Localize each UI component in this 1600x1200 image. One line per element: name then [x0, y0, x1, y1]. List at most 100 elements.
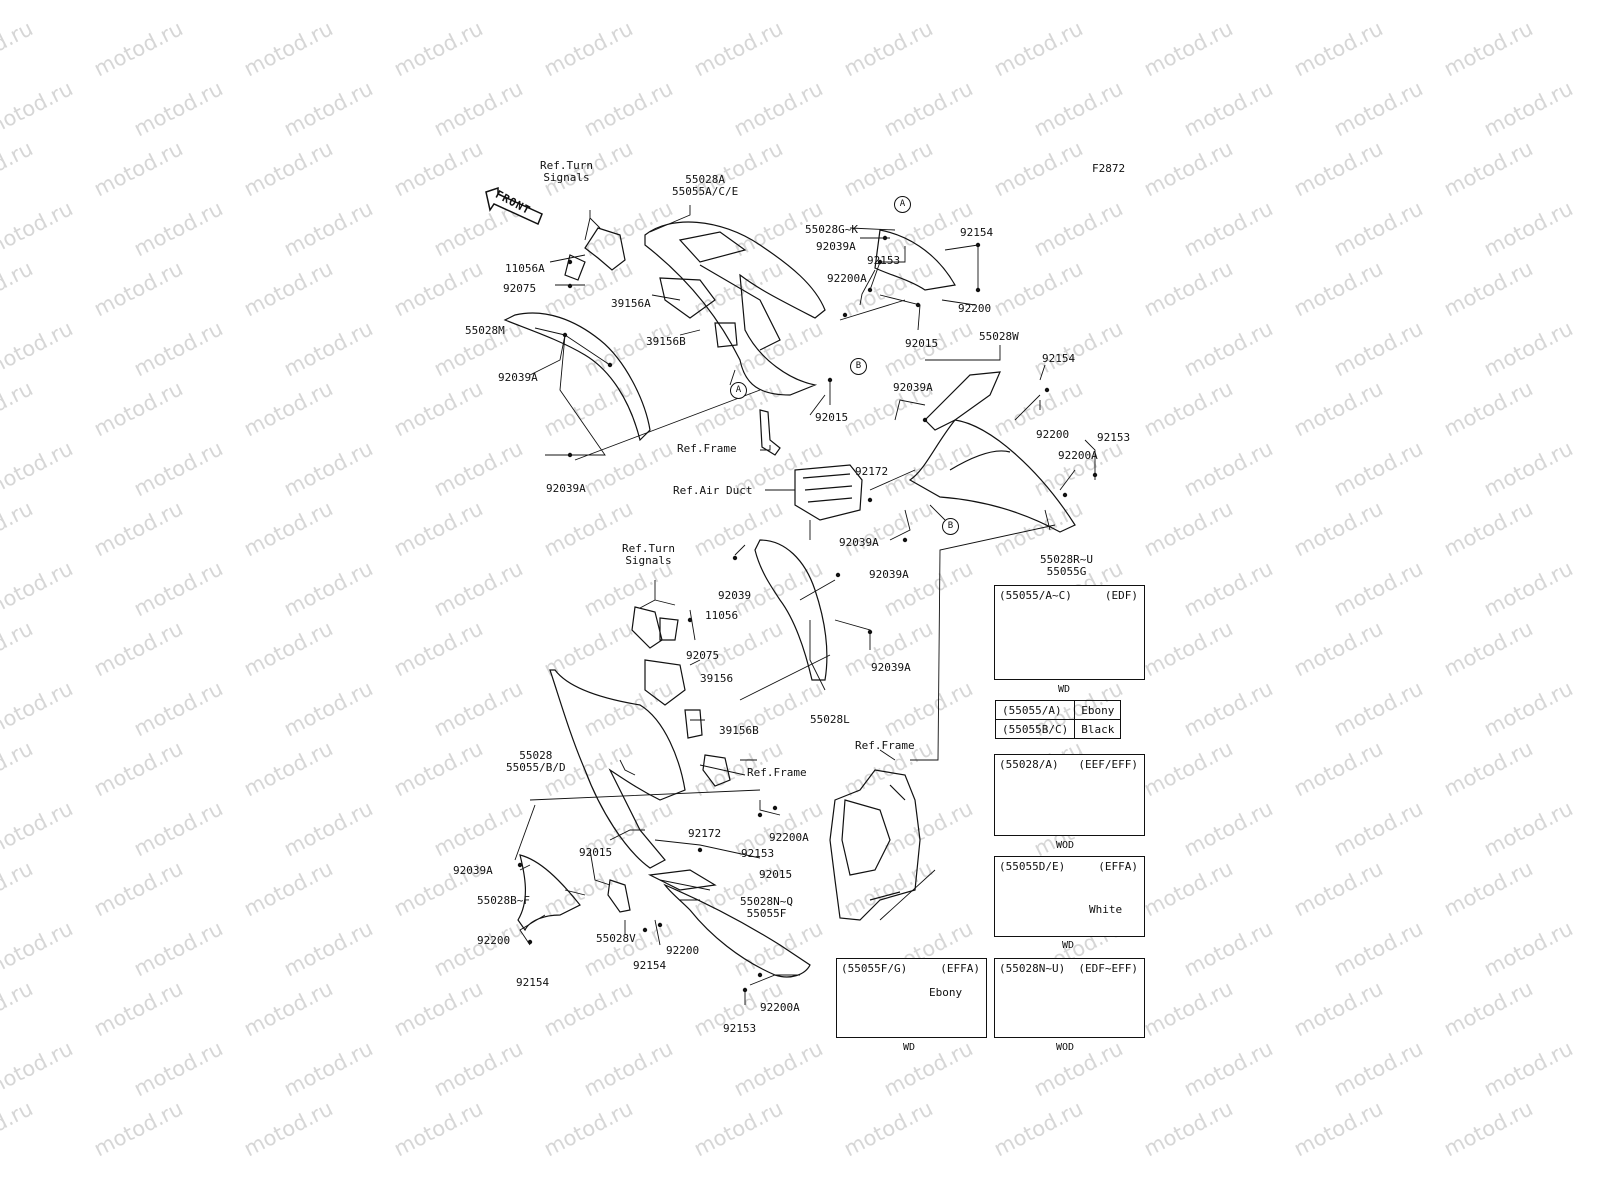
inset-eef-title: (55028/A) — [999, 758, 1059, 771]
label-92039: 92039 — [718, 589, 752, 602]
label-92172-right: 92172 — [855, 465, 889, 478]
inset-effa-note: White — [1089, 903, 1123, 916]
color-row-part: (55055/A) — [994, 700, 1076, 720]
label-92015-low-right: 92015 — [759, 868, 793, 881]
label-92015-low-left: 92015 — [579, 846, 613, 859]
color-row-color: Ebony — [1074, 700, 1122, 720]
label-ref-frame-top: Ref.Frame — [677, 442, 737, 455]
color-row: (55055/A) Ebony — [994, 700, 1122, 720]
frame-bracket-top — [759, 409, 781, 456]
upper-cowl-part — [644, 221, 826, 396]
label-92075-top: 92075 — [503, 282, 537, 295]
label-92154-low-left: 92154 — [516, 976, 550, 989]
color-table: (55055/A) Ebony (55055B/C) Black — [994, 700, 1122, 739]
color-row: (55055B/C) Black — [994, 719, 1122, 739]
inset-box-eef: (55028/A) (EEF/EFF) — [994, 754, 1145, 836]
inset-effa2-caption: WD — [903, 1042, 916, 1053]
inset-effa2-title: (55055F/G) — [841, 962, 908, 975]
fastener-dots — [517, 235, 1098, 993]
label-55028: 55028 55055/B/D — [506, 749, 566, 774]
color-row-part: (55055B/C) — [994, 719, 1076, 739]
inset-edfeff-caption: WOD — [1056, 1042, 1075, 1053]
inset-box-effa2: (55055F/G) (EFFA) Ebony — [836, 958, 987, 1038]
label-92200a-bottom: 92200A — [760, 1001, 800, 1014]
label-92039a-top: 92039A — [816, 240, 856, 253]
label-55028bf: 55028B~F — [477, 894, 530, 907]
ref-frame-part — [829, 769, 921, 921]
label-92200-top: 92200 — [958, 302, 992, 315]
label-11056a: 11056A — [505, 262, 545, 275]
label-55028ru: 55028R~U 55055G — [1040, 553, 1093, 578]
label-92039a-left: 92039A — [498, 371, 538, 384]
pad-39156 — [644, 659, 686, 706]
diagram-code: F2872 — [1092, 162, 1126, 175]
label-92200-right: 92200 — [1036, 428, 1070, 441]
label-55028m: 55028M — [465, 324, 505, 337]
inner-panel-55028l — [754, 539, 828, 681]
label-92172-low: 92172 — [688, 827, 722, 840]
side-panel-part — [874, 229, 956, 291]
label-ref-turn-signals-mid: Ref.Turn Signals — [622, 542, 675, 567]
label-92039a-low: 92039A — [453, 864, 493, 877]
label-55028gk: 55028G~K — [805, 223, 858, 236]
label-92153-top: 92153 — [867, 254, 901, 267]
label-92039a-right: 92039A — [893, 381, 933, 394]
inset-box-edf: (55055/A~C) (EDF) — [994, 585, 1145, 680]
lower-cowl-55028 — [549, 669, 686, 869]
label-92153-right: 92153 — [1097, 431, 1131, 444]
label-92039a-right2: 92039A — [839, 536, 879, 549]
color-row-color: Black — [1074, 719, 1122, 739]
inset-eef-variant: (EEF/EFF) — [1078, 758, 1138, 771]
left-panel-part — [503, 312, 651, 442]
label-92200-low-right: 92200 — [666, 944, 700, 957]
label-92039a-bottom-left: 92039A — [546, 482, 586, 495]
label-92200-low-left: 92200 — [477, 934, 511, 947]
label-92200a-right: 92200A — [1058, 449, 1098, 462]
air-duct-part — [794, 464, 863, 521]
turn-signal-bracket-mid — [631, 606, 663, 649]
inset-edfeff-variant: (EDF~EFF) — [1078, 962, 1138, 975]
label-92154-top: 92154 — [960, 226, 994, 239]
label-92039a-mid2: 92039A — [871, 661, 911, 674]
label-39156b-mid: 39156B — [719, 724, 759, 737]
label-11056: 11056 — [705, 609, 739, 622]
inset-box-effa: (55055D/E) (EFFA) White — [994, 856, 1145, 937]
label-92153-low: 92153 — [741, 847, 775, 860]
frame-bracket-mid — [702, 754, 731, 787]
marker-b-top: B — [850, 358, 867, 375]
label-39156: 39156 — [700, 672, 734, 685]
label-92200a-top: 92200A — [827, 272, 867, 285]
label-92154-low-right: 92154 — [633, 959, 667, 972]
inset-effa-variant: (EFFA) — [1098, 860, 1138, 873]
inset-effa-caption: WD — [1062, 940, 1075, 951]
bracket-55028v — [607, 879, 631, 913]
pad-39156b-mid — [684, 709, 703, 739]
label-55028l: 55028L — [810, 713, 850, 726]
label-92154-right: 92154 — [1042, 352, 1076, 365]
label-92075-mid: 92075 — [686, 649, 720, 662]
label-ref-air-duct: Ref.Air Duct — [673, 484, 753, 497]
inset-edf-title: (55055/A~C) — [999, 589, 1072, 602]
label-92200a-low: 92200A — [769, 831, 809, 844]
inset-edfeff-title: (55028N~U) — [999, 962, 1066, 975]
panel-55028w — [924, 371, 1001, 431]
marker-a-mid: A — [730, 382, 747, 399]
label-ref-frame-mid: Ref.Frame — [747, 766, 807, 779]
label-ref-frame-right: Ref.Frame — [855, 739, 915, 752]
label-39156b-top: 39156B — [646, 335, 686, 348]
label-55028a: 55028A 55055A/C/E — [672, 173, 739, 198]
marker-b-mid: B — [942, 518, 959, 535]
inset-box-edfeff: (55028N~U) (EDF~EFF) — [994, 958, 1145, 1038]
marker-a-top: A — [894, 196, 911, 213]
pad-39156b — [714, 322, 738, 348]
label-39156a: 39156A — [611, 297, 651, 310]
label-92015-top: 92015 — [905, 337, 939, 350]
label-55028v: 55028V — [596, 932, 636, 945]
label-92015-mid: 92015 — [815, 411, 849, 424]
label-ref-turn-signals-top: Ref.Turn Signals — [540, 159, 593, 184]
label-92039a-mid: 92039A — [869, 568, 909, 581]
front-direction-arrow: FRONT — [484, 186, 544, 226]
label-92153-bottom: 92153 — [723, 1022, 757, 1035]
label-55028nq: 55028N~Q 55055F — [740, 895, 793, 920]
